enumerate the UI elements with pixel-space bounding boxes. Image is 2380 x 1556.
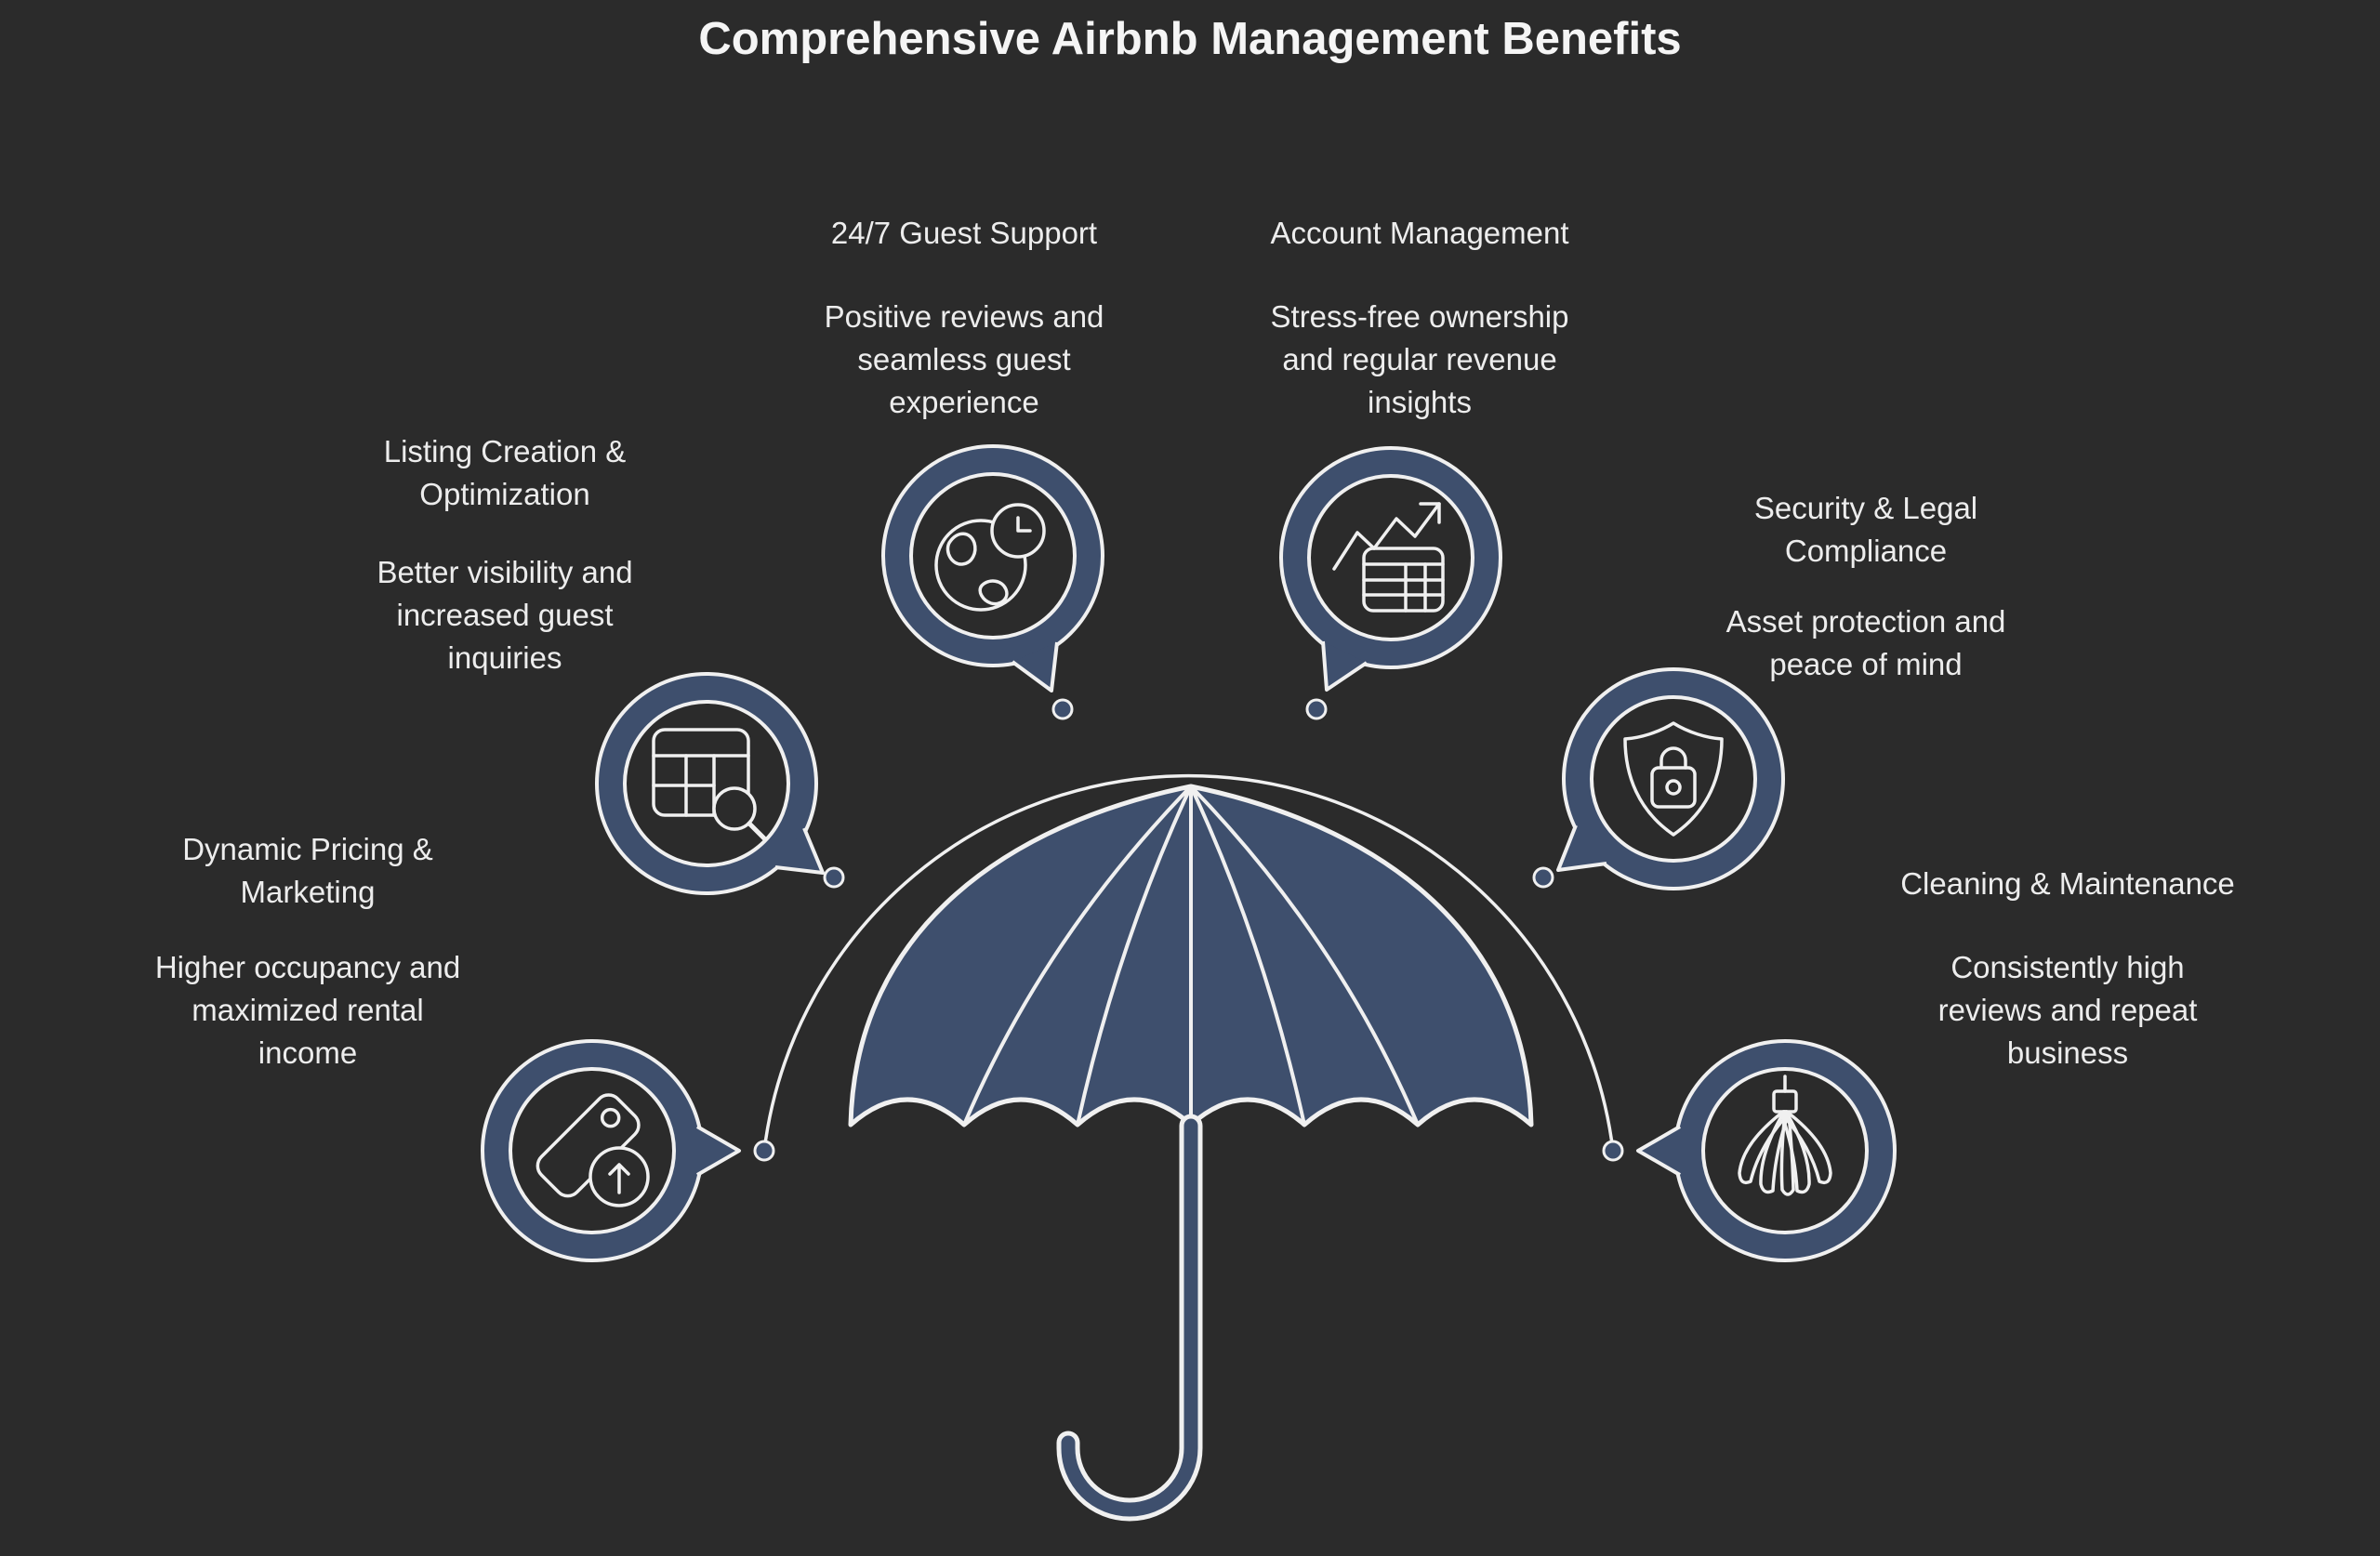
table-search-icon	[652, 728, 767, 841]
connector-dot	[1532, 866, 1554, 889]
bubble-tail	[1011, 641, 1059, 692]
connector-dot	[823, 866, 845, 889]
connector-dots	[753, 698, 1624, 1162]
benefit-title: Account Management	[1270, 216, 1569, 250]
bubble-dynamic-pricing	[481, 1039, 741, 1262]
bubble-ring	[1673, 1039, 1897, 1262]
connector-dot	[1051, 698, 1074, 720]
bubble-tail	[774, 827, 825, 875]
bubble-listing-creation	[595, 672, 825, 895]
connector-dot	[753, 1140, 775, 1162]
benefit-dynamic-pricing: Dynamic Pricing & Marketing Higher occup…	[140, 785, 475, 1117]
benefit-description: Stress-free ownership and regular revenu…	[1270, 299, 1569, 419]
umbrella-handle-outline	[1056, 1114, 1203, 1522]
duster-icon	[1738, 1075, 1832, 1196]
connector-arc	[762, 773, 1615, 1152]
benefit-description: Asset protection and peace of mind	[1726, 604, 2006, 681]
price-tag-up-arrow-icon	[536, 1093, 650, 1207]
benefit-title: Cleaning & Maintenance	[1900, 866, 2235, 901]
benefit-security-compliance: Security & Legal Compliance Asset protec…	[1708, 444, 2024, 729]
bubble-account-management	[1279, 446, 1503, 692]
bubble-ring	[1279, 446, 1503, 669]
benefit-guest-support: 24/7 Guest Support Positive reviews and …	[797, 169, 1131, 467]
connector-dot	[1305, 698, 1328, 720]
benefit-cleaning-maintenance: Cleaning & Maintenance Consistently high…	[1882, 820, 2254, 1117]
bubble-tail	[1321, 640, 1368, 692]
benefit-description: Consistently high reviews and repeat bus…	[1937, 950, 2198, 1070]
umbrella-illustration	[848, 784, 1534, 1522]
benefit-title: 24/7 Guest Support	[830, 216, 1098, 250]
benefit-title: Listing Creation & Optimization	[383, 434, 627, 511]
bubble-tail	[695, 1125, 741, 1177]
bubble-ring	[481, 1039, 705, 1262]
connector-dot	[1602, 1140, 1624, 1162]
globe-clock-icon	[934, 503, 1046, 612]
bubble-cleaning-maintenance	[1636, 1039, 1897, 1262]
benefit-listing-creation: Listing Creation & Optimization Better v…	[347, 388, 663, 722]
bubble-ring	[881, 444, 1105, 667]
chart-table-icon	[1332, 502, 1445, 613]
bubble-tail	[1556, 824, 1607, 872]
benefit-description: Positive reviews and seamless guest expe…	[824, 299, 1104, 419]
benefit-title: Security & Legal Compliance	[1753, 491, 1978, 568]
umbrella-handle	[1061, 1118, 1198, 1517]
benefit-account-management: Account Management Stress-free ownership…	[1243, 169, 1596, 467]
bubble-ring	[595, 672, 819, 895]
bubble-ring	[1562, 667, 1786, 890]
benefit-description: Higher occupancy and maximized rental in…	[154, 950, 461, 1070]
benefit-title: Dynamic Pricing & Marketing	[182, 832, 433, 909]
bubble-guest-support	[881, 444, 1105, 692]
benefit-description: Better visibility and increased guest in…	[377, 555, 633, 675]
bubble-tail	[1636, 1125, 1682, 1177]
bubble-security-compliance	[1556, 667, 1786, 890]
page-title: Comprehensive Airbnb Management Benefits	[698, 14, 1682, 64]
umbrella-ribs	[962, 785, 1420, 1126]
shield-lock-icon	[1623, 721, 1724, 837]
